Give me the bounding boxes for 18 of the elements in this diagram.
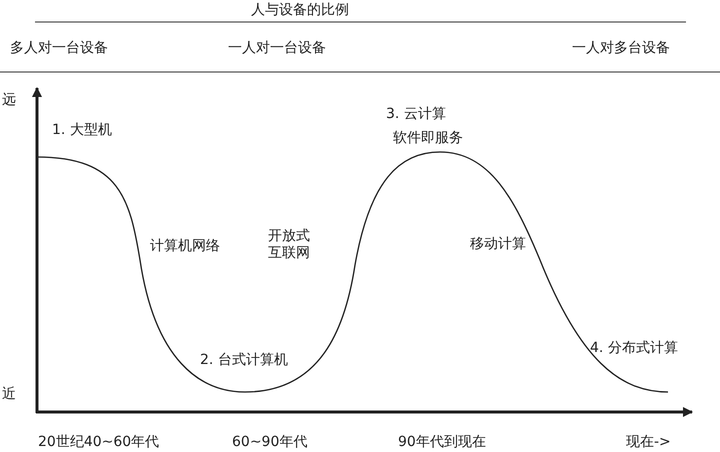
trend-label: 移动计算 [470, 236, 526, 253]
stage-label: 2. 台式计算机 [200, 352, 288, 369]
title: 人与设备的比例 [251, 2, 349, 19]
axis-label: 近 [2, 386, 16, 403]
era-label: 20世纪40~60年代 [38, 434, 160, 451]
stage-label: 软件即服务 [393, 130, 463, 147]
ratio-label: 一人对多台设备 [572, 40, 670, 57]
era-label: 60~90年代 [232, 434, 308, 451]
era-label: 90年代到现在 [398, 434, 486, 451]
stage-label: 3. 云计算 [386, 106, 446, 123]
stage-label: 1. 大型机 [52, 122, 112, 139]
ratio-label: 多人对一台设备 [10, 40, 108, 57]
trend-label: 开放式互联网 [268, 228, 311, 262]
ratio-label: 一人对一台设备 [228, 40, 326, 57]
era-label: 现在-> [626, 434, 671, 451]
trend-label: 计算机网络 [150, 238, 220, 255]
axis-label: 远 [2, 92, 16, 109]
stage-label: 4. 分布式计算 [590, 340, 678, 357]
